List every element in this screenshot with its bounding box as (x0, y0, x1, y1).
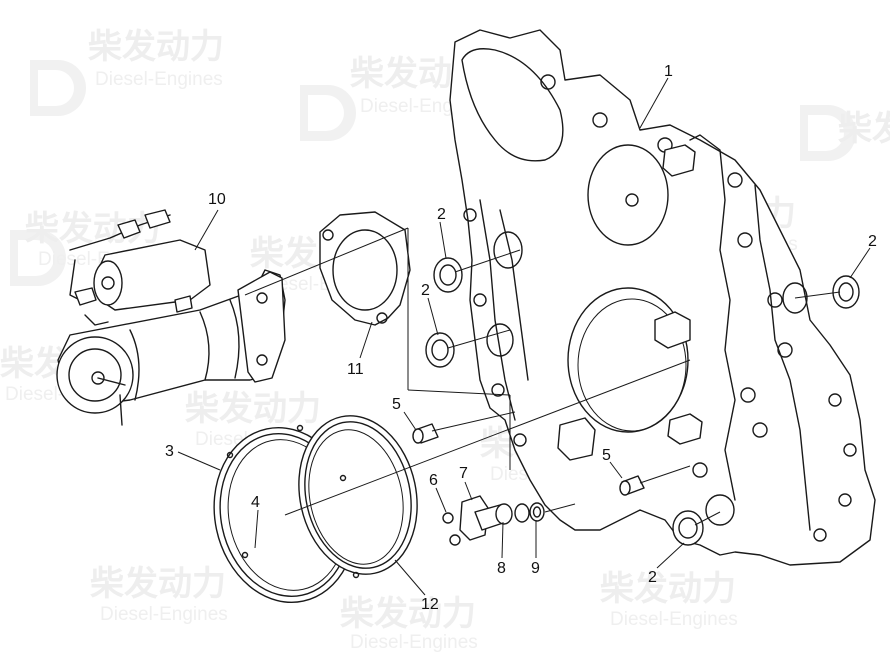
dowel-sleeve-left (412, 423, 439, 444)
watermark-brand-cn: 柴发动力 (600, 569, 736, 609)
callout-9: 9 (531, 560, 540, 577)
watermark-logo (10, 230, 66, 286)
watermark-brand-en: Diesel-Engines (95, 69, 223, 90)
callout-7: 7 (459, 465, 468, 482)
watermark-brand-cn: 柴发动力 (340, 594, 476, 634)
watermark-brand-cn: 柴发动力 (90, 564, 226, 604)
watermark-brand-cn: 柴发动力 (88, 27, 224, 67)
watermark-brand-cn: 柴发动力 (185, 389, 321, 429)
watermark-logo (800, 105, 856, 161)
watermark-logo (30, 60, 86, 116)
callout-5: 5 (602, 447, 611, 464)
cover-bolt-bosses (463, 74, 857, 542)
callout-6: 6 (429, 472, 438, 489)
leader-lines (177, 77, 871, 596)
crankshaft-seal-ring (298, 415, 418, 579)
watermark-brand-cn: 柴发动力 (838, 109, 890, 149)
callout-2: 2 (648, 569, 657, 586)
starter-motor (56, 209, 286, 426)
callout-4: 4 (251, 494, 260, 511)
seal-ring-middle (425, 332, 455, 368)
callout-labels: 1 2 2 2 2 3 4 5 5 6 7 8 9 10 11 12 (165, 63, 877, 613)
dowel-sleeve-right (619, 475, 645, 496)
callout-8: 8 (497, 560, 506, 577)
seal-ring-lower (672, 510, 704, 546)
callout-2: 2 (868, 233, 877, 250)
watermark-brand-en: Diesel-Engines (350, 632, 478, 653)
seal-ring-right (832, 275, 860, 309)
callout-1: 1 (664, 63, 673, 80)
callout-12: 12 (421, 596, 439, 613)
callout-11: 11 (347, 361, 364, 378)
callout-2: 2 (437, 206, 446, 223)
watermark-brand-en: Diesel-Engines (610, 609, 738, 630)
callout-3: 3 (165, 443, 174, 460)
watermark-logo (300, 85, 356, 141)
callout-5: 5 (392, 396, 401, 413)
seal-ring-upper (433, 257, 463, 293)
callout-2: 2 (421, 282, 430, 299)
sensor-bracket-assembly (442, 495, 545, 546)
watermark-brand-en: Diesel-Engines (100, 604, 228, 625)
cover-studs (654, 144, 703, 445)
starter-gasket (319, 211, 411, 326)
timing-gear-cover (449, 29, 876, 566)
callout-10: 10 (208, 191, 226, 208)
